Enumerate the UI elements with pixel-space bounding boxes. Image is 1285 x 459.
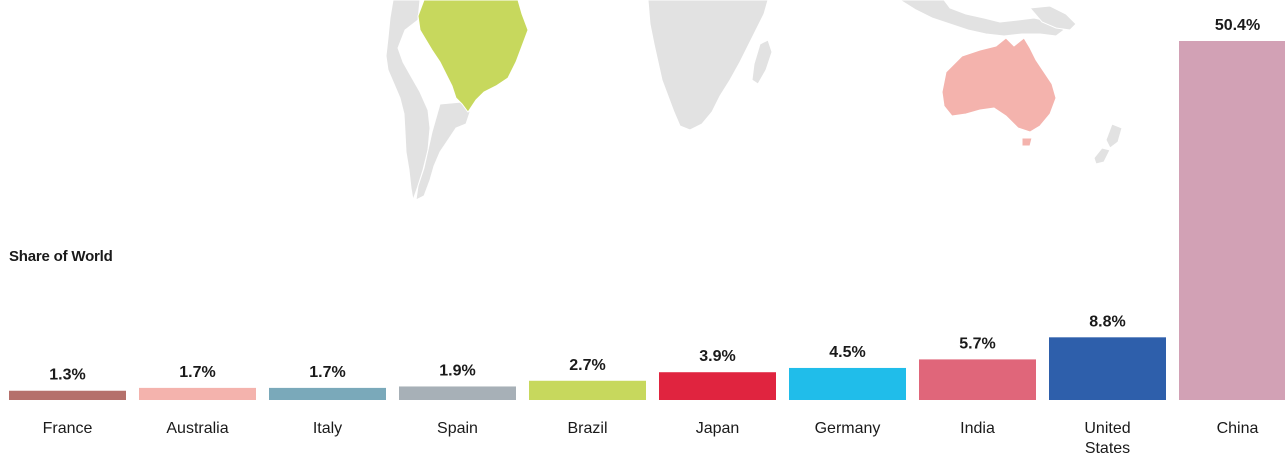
category-label-japan: Japan (696, 420, 740, 437)
value-label-china: 50.4% (1215, 17, 1260, 34)
map-south-america (385, 0, 431, 202)
map-australia (941, 37, 1057, 133)
value-label-india: 5.7% (959, 335, 995, 352)
bar-germany (789, 367, 906, 400)
category-label-group: France Australia Italy Spain Brazil Japan Germ… (43, 420, 1259, 457)
category-label-brazil: Brazil (567, 420, 607, 437)
category-label-spain: Spain (437, 420, 478, 437)
map-south-america-south (415, 101, 471, 201)
value-label-italy: 1.7% (309, 364, 345, 381)
category-label-france: France (43, 420, 93, 437)
value-label-japan: 3.9% (699, 348, 735, 365)
value-label-spain: 1.9% (439, 362, 475, 379)
map-brazil (417, 0, 529, 113)
bar-australia (139, 387, 256, 400)
value-label-group: 1.3% 1.7% 1.7% 1.9% 2.7% 3.9% 4.5% 5.7% 8.8% 50.4… (49, 17, 1260, 384)
map-tasmania (1021, 137, 1033, 147)
bar-brazil (529, 380, 646, 400)
category-label-germany: Germany (815, 420, 881, 437)
map-indonesia (899, 0, 1065, 37)
bar-japan (659, 372, 776, 400)
category-label-india: India (960, 420, 995, 437)
bar-italy (269, 387, 386, 400)
category-label-italy: Italy (313, 420, 342, 437)
map-new-guinea (1028, 5, 1077, 31)
value-label-brazil: 2.7% (569, 357, 605, 374)
category-label-australia: Australia (166, 420, 228, 437)
bar-united-states (1049, 337, 1166, 400)
map-africa (647, 0, 769, 131)
bar-france (9, 390, 126, 400)
bar-group (9, 41, 1285, 400)
value-label-united-states: 8.8% (1089, 313, 1125, 330)
bar-india (919, 359, 1036, 400)
value-label-germany: 4.5% (829, 344, 865, 361)
map-madagascar (751, 39, 773, 85)
map-new-zealand (1105, 123, 1123, 149)
category-label-china: China (1217, 420, 1259, 437)
bar-china (1179, 41, 1285, 400)
bar-spain (399, 386, 516, 400)
value-label-australia: 1.7% (179, 364, 215, 381)
map-new-zealand-south (1093, 147, 1111, 165)
value-label-france: 1.3% (49, 367, 85, 384)
legend-title: Share of World (9, 248, 113, 265)
